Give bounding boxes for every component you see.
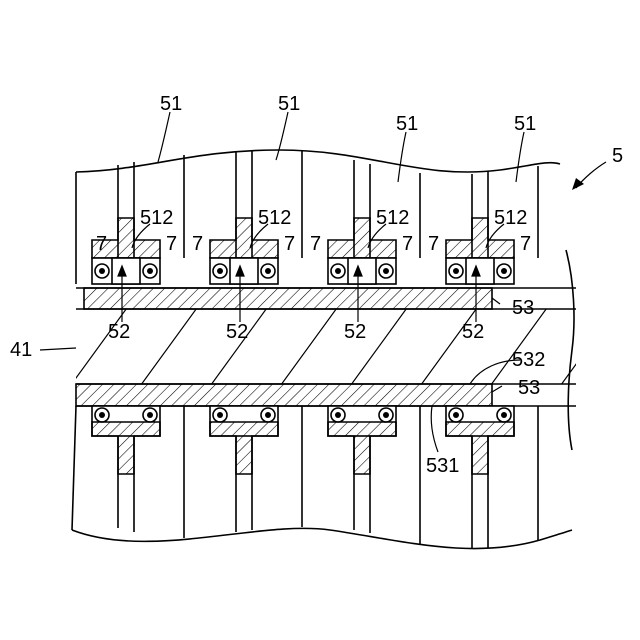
label-gear-4: 51 (514, 113, 536, 135)
label-hub-1: 512 (140, 207, 173, 229)
label-sleeve-lower: 53 (518, 377, 540, 399)
label-slot-1: 52 (108, 321, 130, 343)
label-gear-2: 51 (278, 93, 300, 115)
label-slot-4: 52 (462, 321, 484, 343)
label-bearing-4b: 7 (520, 233, 531, 255)
label-bearing-3b: 7 (402, 233, 413, 255)
label-slot-2: 52 (226, 321, 248, 343)
top-break-line (76, 150, 560, 172)
label-bearing-4a: 7 (428, 233, 439, 255)
label-bearing-1b: 7 (166, 233, 177, 255)
label-hub-2: 512 (258, 207, 291, 229)
label-slot-3: 52 (344, 321, 366, 343)
label-hub-4: 512 (494, 207, 527, 229)
label-sleeve-outer: 532 (512, 349, 545, 371)
label-shaft: 41 (10, 339, 32, 361)
upper-sleeve (84, 288, 492, 309)
label-bearing-3a: 7 (310, 233, 321, 255)
assembly-arrowhead (572, 178, 584, 190)
bottom-break-line (72, 528, 572, 548)
label-bearing-1a: 7 (96, 233, 107, 255)
label-assembly: 5 (612, 145, 623, 167)
right-edge-break (566, 250, 574, 450)
label-gear-3: 51 (396, 113, 418, 135)
label-bearing-2a: 7 (192, 233, 203, 255)
label-sleeve-inner: 531 (426, 455, 459, 477)
lower-sleeve (76, 384, 492, 406)
label-sleeve-upper: 53 (512, 297, 534, 319)
label-gear-1: 51 (160, 93, 182, 115)
label-bearing-2b: 7 (284, 233, 295, 255)
label-hub-3: 512 (376, 207, 409, 229)
left-edge-lower (72, 406, 76, 530)
